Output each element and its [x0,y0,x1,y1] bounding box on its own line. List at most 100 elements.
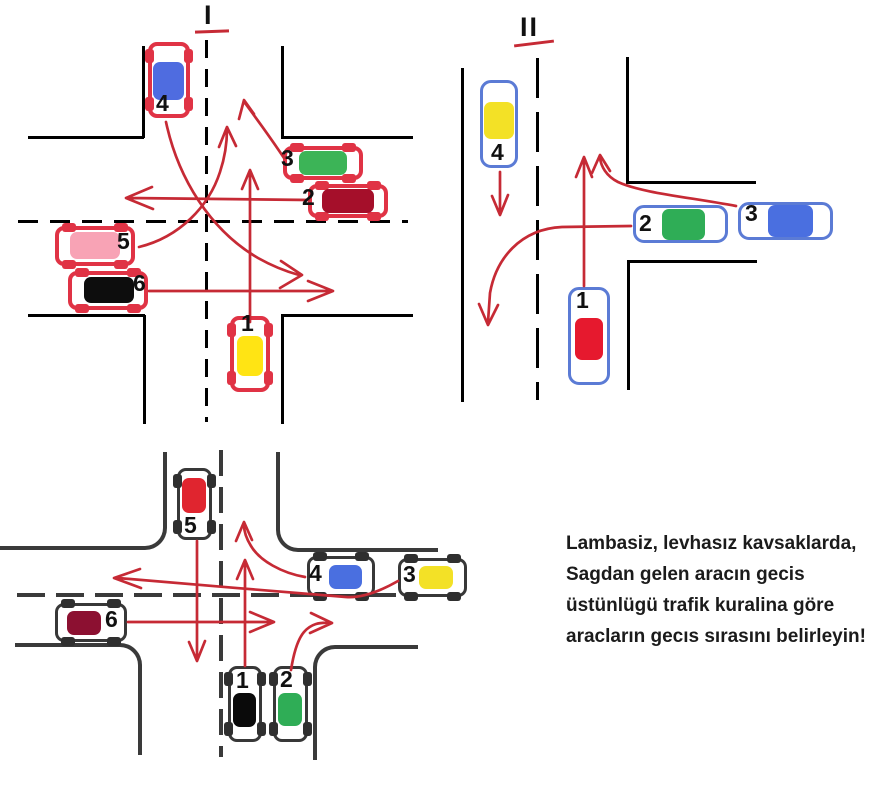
wheel [342,174,356,183]
car-number-label: 3 [281,145,294,171]
car-i1-1 [227,316,273,392]
arrow-i1-car4-left-turn [164,120,304,290]
arrow-i1-car3-right-turn [237,98,286,160]
wheel [61,637,75,646]
intersection2-heading: II [520,12,540,42]
i2-road-edge-right-upper-h [626,181,756,184]
wheel [62,260,76,269]
arrow-i1-car5-left-turn [137,125,238,249]
wheel [127,268,141,277]
wheel [114,260,128,269]
intersection1-heading: I [204,0,212,30]
wheel [367,212,381,221]
instruction-line-2: Sagdan gelen aracın gecis [566,564,805,585]
arrow-i1-car6-straight-right [147,279,335,303]
wheel [342,143,356,152]
wheel [227,371,236,385]
wheel [224,722,233,736]
i2-road-edge-right-lower-h [627,260,757,263]
wheel [303,672,312,686]
arrow-i2-car4-straight-down [490,170,510,217]
car-number-label: 4 [491,139,504,165]
car-i2-3 [738,202,833,240]
instruction-line-4: aracların gecıs sırasını belirleyin! [566,626,866,647]
car-i2-4-cabin [484,102,514,139]
car-i1-3-cabin [299,151,347,175]
wheel [355,552,369,561]
wheel [315,212,329,221]
arrow-i3-car5-straight-down [187,539,207,663]
arrow-i2-car1-straight-up [574,155,594,288]
wheel [145,49,154,63]
arrow-i1-car1-straight-up [240,168,260,324]
wheel [127,304,141,313]
i3-corner-bottom-right [313,645,418,760]
wheel [227,323,236,337]
i1-road-edge-north-right [281,46,284,138]
wheel [269,722,278,736]
wheel [404,554,418,563]
arrow-i3-car4-right-turn [234,520,307,579]
i3-corner-top-right [276,452,438,552]
car-i1-5-cabin [70,232,120,259]
wheel [315,181,329,190]
wheel [62,223,76,232]
arrow-i3-car2-right-turn [289,611,334,672]
car-number-label: 5 [184,512,197,538]
car-i1-2 [308,181,388,221]
car-i3-3 [398,554,467,601]
car-i3-6-cabin [67,611,101,635]
car-i3-6 [55,599,127,646]
car-number-label: 1 [236,667,249,693]
car-number-label: 3 [403,561,416,587]
car-i3-4-cabin [329,565,362,589]
wheel [447,592,461,601]
car-i1-5 [55,223,135,269]
car-number-label: 6 [105,606,118,632]
car-number-label: 4 [309,560,322,586]
wheel [61,599,75,608]
i3-lane-divider-horizontal [17,593,432,597]
car-i1-1-cabin [237,336,263,376]
i3-lane-divider-vertical [219,450,223,757]
wheel [75,268,89,277]
arrow-i2-car2-left-turn [477,224,633,327]
wheel [207,520,216,534]
wheel [173,520,182,534]
wheel [184,49,193,63]
car-i2-3-cabin [768,205,813,237]
car-i3-2-cabin [278,693,302,726]
wheel [269,672,278,686]
car-i2-1-cabin [575,318,603,360]
wheel [447,554,461,563]
instruction-text: Lambasiz, levhasız kavsaklarda, Sagdan g… [566,528,870,652]
car-number-label: 2 [302,184,315,210]
car-i3-1 [224,666,266,742]
car-number-label: 1 [241,310,254,336]
instruction-line-3: üstünlügü trafik kuralina göre [566,595,835,616]
wheel [264,323,273,337]
car-i3-5 [173,468,216,540]
arrow-i3-car1-straight-up [235,558,255,668]
car-number-label: 1 [576,287,589,313]
i1-road-edge-south-right [281,315,284,424]
i2-road-edge-left [461,68,464,402]
arrow-i2-car3-right-turn [590,153,738,208]
i1-road-edge-south-left [143,315,146,424]
car-i1-4 [145,42,193,118]
wheel [404,592,418,601]
wheel [290,143,304,152]
i3-corner-bottom-left [15,643,142,755]
car-number-label: 6 [133,270,146,296]
wheel [313,552,327,561]
car-i3-5-cabin [182,478,206,513]
wheel [107,599,121,608]
i2-lane-divider-vertical [536,58,539,400]
wheel [184,97,193,111]
wheel [257,672,266,686]
wheel [257,722,266,736]
car-i1-3 [283,143,363,183]
car-i3-1-cabin [233,693,256,727]
car-number-label: 2 [280,666,293,692]
